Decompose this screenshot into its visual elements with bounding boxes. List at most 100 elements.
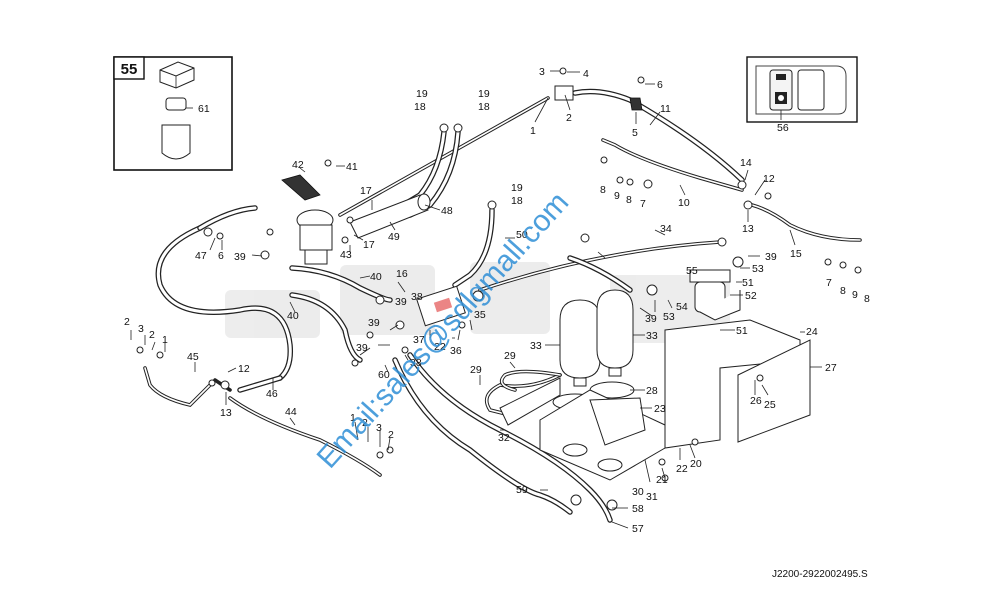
- callout-47: 47: [195, 250, 207, 262]
- callout-7-b: 7: [826, 277, 832, 289]
- callout-2-bottom-a: 2: [362, 417, 368, 429]
- callout-39-c: 39: [368, 317, 380, 329]
- callout-27: 27: [825, 362, 837, 374]
- callout-5: 5: [632, 127, 638, 139]
- switch-bracket-5: [629, 97, 643, 111]
- filter-inset: 55 61: [113, 56, 233, 171]
- callout-60: 60: [378, 369, 390, 381]
- callout-29-a: 29: [470, 364, 482, 376]
- callout-11: 11: [660, 103, 671, 115]
- filter-55-main: [689, 269, 741, 321]
- callout-28: 28: [646, 385, 658, 397]
- callout-37: 37: [413, 334, 425, 346]
- callout-38-a: 38: [411, 291, 423, 303]
- callout-8-a: 8: [600, 184, 606, 196]
- callout-54: 54: [676, 301, 688, 313]
- callout-58: 58: [632, 503, 644, 515]
- callout-31: 31: [646, 491, 658, 503]
- cover-plate-27: [737, 339, 811, 443]
- callout-51-b: 51: [736, 325, 748, 337]
- callout-61: 61: [198, 103, 210, 115]
- drawing-id: J2200-2922002495.S: [772, 569, 868, 580]
- accumulators-33: [559, 289, 634, 387]
- callout-6: 6: [657, 79, 663, 91]
- callout-39-e: 39: [765, 251, 777, 263]
- callout-2-left-b: 2: [149, 329, 155, 341]
- callout-4: 4: [583, 68, 589, 80]
- callout-9-b: 9: [852, 289, 858, 301]
- valve-block-38: [416, 285, 466, 327]
- switch-inset: 56: [746, 56, 858, 134]
- callout-3-bottom: 3: [376, 422, 382, 434]
- callout-18-a: 18: [414, 101, 426, 113]
- callout-40-a: 40: [370, 271, 382, 283]
- callout-25: 25: [764, 399, 776, 411]
- callout-17-b: 17: [363, 239, 375, 251]
- callout-10: 10: [678, 197, 690, 209]
- callout-2-left-a: 2: [124, 316, 130, 328]
- callout-6-left: 6: [218, 250, 224, 262]
- callout-57: 57: [632, 523, 644, 535]
- callout-53-a: 53: [752, 263, 764, 275]
- callout-48: 48: [441, 205, 453, 217]
- callout-30: 30: [632, 486, 644, 498]
- callout-26: 26: [750, 395, 762, 407]
- callout-34: 34: [660, 223, 672, 235]
- callout-12-right: 12: [763, 173, 775, 185]
- filter-head-icon: [159, 61, 195, 89]
- callout-53-b: 53: [663, 311, 675, 323]
- callout-12-left: 12: [238, 363, 250, 375]
- filter-inset-label-box: [113, 56, 145, 80]
- filter-cartridge-icon: [161, 124, 191, 160]
- callout-3: 3: [539, 66, 545, 78]
- callout-24: 24: [806, 326, 818, 338]
- callout-8-d: 8: [864, 293, 870, 305]
- callout-18-b: 18: [478, 101, 490, 113]
- callout-21: 21: [656, 474, 668, 486]
- callout-40-b: 40: [287, 310, 299, 322]
- callout-15: 15: [790, 248, 802, 260]
- callout-49: 49: [388, 231, 400, 243]
- callout-1-bottom: 1: [350, 412, 356, 424]
- callouts: 1 2 3 4 6 5 11 10 14 12 13 15 8 9 8 7 7 …: [124, 66, 870, 535]
- callout-20: 20: [690, 458, 702, 470]
- callout-9-a: 9: [614, 190, 620, 202]
- callout-29-b: 29: [504, 350, 516, 362]
- filter-inset-label: 55: [121, 61, 138, 78]
- callout-19-b: 19: [478, 88, 490, 100]
- callout-18-c: 18: [511, 195, 523, 207]
- callout-50: 50: [516, 229, 528, 241]
- callout-45: 45: [187, 351, 199, 363]
- callout-39-a: 39: [234, 251, 246, 263]
- callout-38-b: 38: [410, 357, 422, 369]
- fittings: [136, 67, 862, 511]
- leader-lines: [130, 70, 822, 529]
- switch-inset-frame: [746, 56, 858, 123]
- callout-8-c: 8: [840, 285, 846, 297]
- fitting-2: [554, 85, 574, 101]
- callout-44: 44: [285, 406, 297, 418]
- callout-2: 2: [566, 112, 572, 124]
- callout-56: 56: [777, 122, 789, 134]
- callout-43: 43: [340, 249, 352, 261]
- callout-14: 14: [740, 157, 752, 169]
- filter-seal-icon: [165, 97, 187, 111]
- callout-33-b: 33: [646, 330, 658, 342]
- callout-19-c: 19: [511, 182, 523, 194]
- callout-16: 16: [396, 268, 408, 280]
- callout-22-a: 22: [434, 341, 446, 353]
- callout-3-left: 3: [138, 323, 144, 335]
- callout-39-b: 39: [395, 296, 407, 308]
- callout-22-b: 22: [676, 463, 688, 475]
- mounting-plate-23: [499, 377, 666, 481]
- callout-39-f: 39: [645, 313, 657, 325]
- callout-42: 42: [292, 159, 304, 171]
- callout-13-right: 13: [742, 223, 754, 235]
- callout-39-d: 39: [356, 342, 368, 354]
- callout-2-bottom-b: 2: [388, 429, 394, 441]
- callout-17-a: 17: [360, 185, 372, 197]
- callout-55: 55: [686, 265, 698, 277]
- brake-valve-42: [281, 174, 334, 265]
- callout-8-b: 8: [626, 194, 632, 206]
- callout-41: 41: [346, 161, 358, 173]
